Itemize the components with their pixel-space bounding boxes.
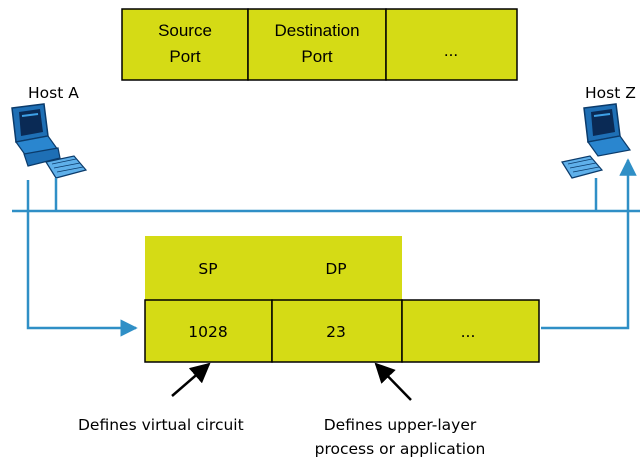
sp-value: 1028	[188, 323, 227, 341]
detail-segment: 1028 23 ...	[144, 299, 540, 363]
ellipsis-value-cell	[401, 299, 540, 363]
computer-icon	[11, 103, 88, 211]
ellipsis-label: ...	[444, 41, 458, 60]
dp-header-label: DP	[325, 260, 346, 278]
ellipsis-value: ...	[461, 323, 476, 341]
sp-header-label: SP	[198, 260, 217, 278]
host-z-label: Host Z	[585, 84, 636, 102]
source-port-line2: Port	[169, 47, 200, 66]
header-segment: Source Port Destination Port ...	[121, 8, 518, 81]
host-a-label: Host A	[28, 84, 79, 102]
destination-port-field	[247, 8, 387, 81]
dp-value: 23	[326, 323, 346, 341]
flow-arrow-in	[26, 211, 138, 337]
ellipsis-field	[385, 8, 518, 81]
virtual-circuit-caption: Defines virtual circuit	[78, 416, 244, 434]
sp-dp-header-band	[145, 236, 402, 300]
sp-value-cell	[144, 299, 273, 363]
upper-layer-pointer	[374, 362, 412, 401]
virtual-circuit-pointer	[171, 362, 211, 397]
dp-value-cell	[271, 299, 403, 363]
upper-layer-caption-line1: Defines upper-layer	[324, 416, 477, 434]
destination-port-line1: Destination	[274, 21, 359, 40]
detail-header: SP DP	[145, 236, 402, 300]
flow-arrow-out	[541, 158, 637, 330]
computer-icon	[561, 103, 632, 211]
source-port-field	[121, 8, 249, 81]
source-port-line1: Source	[158, 21, 212, 40]
destination-port-line2: Port	[301, 47, 332, 66]
upper-layer-caption-line2: process or application	[315, 440, 486, 458]
